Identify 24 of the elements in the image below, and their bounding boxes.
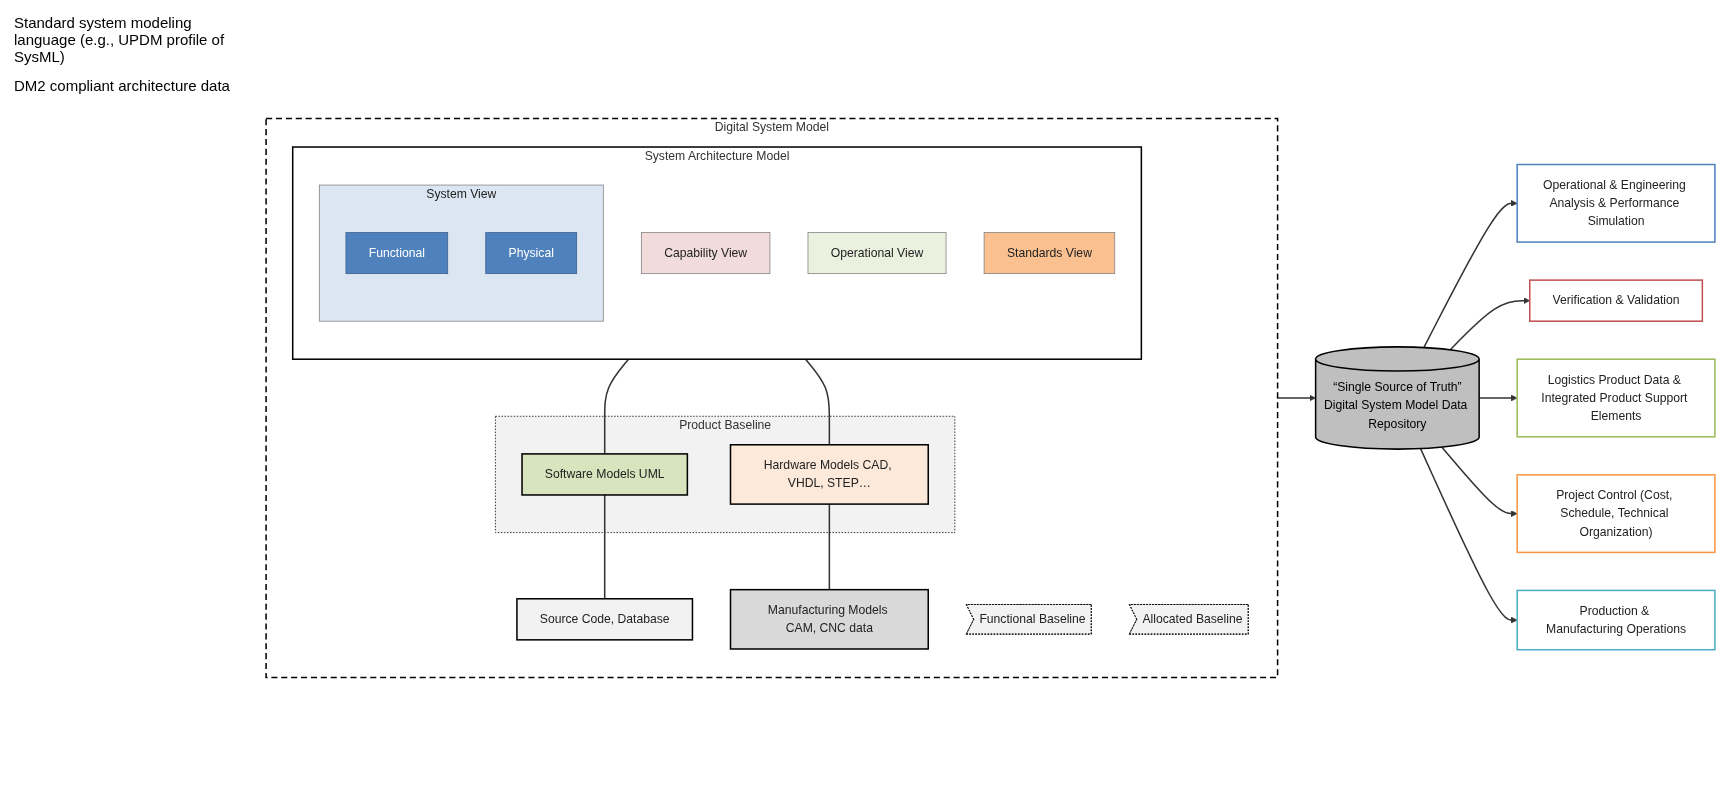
connector — [603, 494, 606, 600]
node-box: Capability View — [640, 232, 771, 275]
note-text: DM2 compliant architecture data — [14, 77, 231, 94]
node-box: Logistics Product Data & Integrated Product Support Elements — [1516, 358, 1716, 438]
arrow — [1441, 446, 1518, 517]
node-box: Hardware Models CAD, VHDL, STEP… — [729, 444, 929, 505]
node-box: Manufacturing Models CAM, CNC data — [729, 588, 929, 650]
node-box: Software Models UML — [521, 453, 689, 496]
node-box: Functional — [345, 232, 449, 275]
node-box: Verification & Validation — [1529, 279, 1704, 322]
arrow — [1423, 199, 1518, 349]
note-text: Standard system modeling language (e.g., UPDM profile of SysML) — [14, 14, 226, 65]
node-box: Operational View — [807, 232, 947, 275]
node-box: Physical — [485, 232, 578, 275]
node-box: Production & Manufacturing Operations — [1516, 589, 1716, 651]
node-box: Project Control (Cost, Schedule, Technical Organization) — [1516, 474, 1716, 554]
node-box: Source Code, Database — [516, 598, 694, 641]
arrow — [1478, 394, 1518, 402]
connector — [828, 503, 831, 591]
node-box: Standards View — [983, 232, 1116, 275]
connector — [603, 358, 630, 455]
node-box: Operational & Engineering Analysis & Performance Simulation — [1516, 163, 1716, 243]
connector — [804, 358, 831, 446]
arrow — [1419, 447, 1518, 624]
